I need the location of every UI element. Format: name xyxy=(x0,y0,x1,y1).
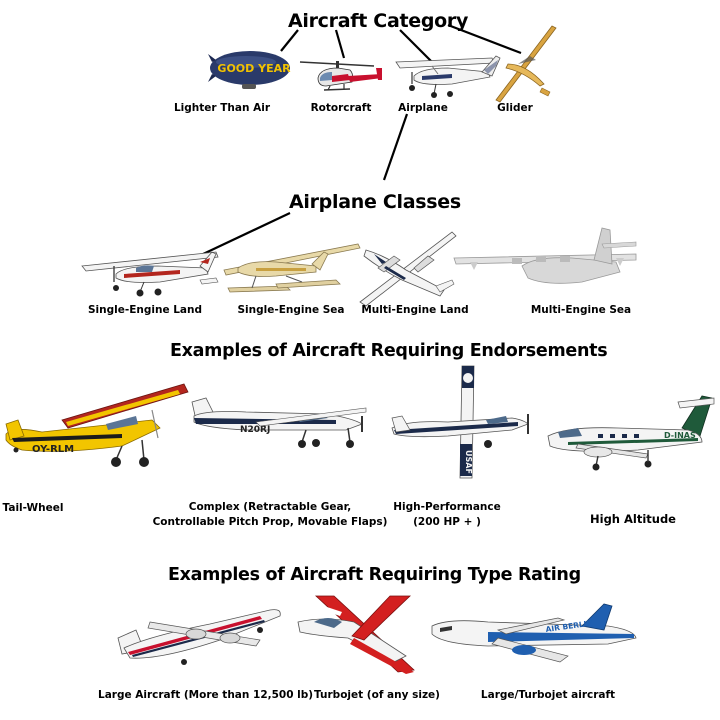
class-label-single-engine-sea: Single-Engine Sea xyxy=(237,304,345,316)
high-performance-line-1: High-Performance xyxy=(393,501,501,513)
endorsement-label-tail-wheel: Tail-Wheel xyxy=(2,502,64,514)
type-rating-label-turbojet: Turbojet (of any size) xyxy=(314,689,440,701)
category-label-rotorcraft: Rotorcraft xyxy=(310,102,372,114)
turbojet-image xyxy=(294,592,428,678)
connector-airplane-classes xyxy=(382,113,409,181)
high-performance-image: USAF xyxy=(388,364,532,480)
class-label-multi-engine-sea: Multi-Engine Sea xyxy=(530,304,632,316)
endorsement-label-high-altitude: High Altitude xyxy=(590,512,676,526)
type-rating-label-large-turbojet: Large/Turbojet aircraft xyxy=(480,689,616,701)
multi-engine-land-image xyxy=(356,226,457,307)
endorsement-label-high-performance: High-Performance (200 HP + ) xyxy=(392,500,502,530)
single-engine-sea-image xyxy=(216,238,362,298)
high-performance-line-2: (200 HP + ) xyxy=(413,516,481,528)
complex-line-1: Complex (Retractable Gear, xyxy=(188,501,352,513)
usaf-marking: USAF xyxy=(464,450,473,474)
cub-registration: OY-RLM xyxy=(32,444,74,455)
single-engine-land-image xyxy=(80,244,222,300)
class-label-single-engine-land: Single-Engine Land xyxy=(87,304,202,316)
category-title: Aircraft Category xyxy=(288,10,469,32)
multi-engine-sea-image xyxy=(452,226,640,292)
endorsements-title: Examples of Aircraft Requiring Endorseme… xyxy=(170,341,608,361)
classes-title: Airplane Classes xyxy=(289,191,461,213)
connector-category-rotorcraft xyxy=(334,29,346,59)
type-rating-label-large-aircraft: Large Aircraft (More than 12,500 lb) xyxy=(98,689,314,701)
high-altitude-image: D-INAS xyxy=(538,392,715,472)
king-air-registration: D-INAS xyxy=(664,431,696,440)
helicopter-image xyxy=(298,56,384,100)
large-aircraft-image xyxy=(110,600,284,670)
tail-wheel-image: OY-RLM xyxy=(2,380,190,470)
category-label-airplane: Airplane xyxy=(398,102,448,114)
endorsement-label-complex: Complex (Retractable Gear, Controllable … xyxy=(150,500,390,530)
category-label-lighter-than-air: Lighter Than Air xyxy=(173,102,270,114)
airplane-category-image xyxy=(392,50,502,102)
blimp-image: GOOD YEAR xyxy=(208,48,292,90)
category-label-glider: Glider xyxy=(497,102,533,114)
glider-image xyxy=(492,24,558,108)
blimp-logo-text: GOOD YEAR xyxy=(217,62,291,75)
type-rating-title: Examples of Aircraft Requiring Type Rati… xyxy=(168,565,581,585)
complex-aircraft-image: N20RJ xyxy=(186,388,367,450)
large-turbojet-image: AIR BERLIN xyxy=(428,603,640,664)
class-label-multi-engine-land: Multi-Engine Land xyxy=(361,304,469,316)
complex-line-2: Controllable Pitch Prop, Movable Flaps) xyxy=(152,516,388,528)
bonanza-registration: N20RJ xyxy=(240,425,270,435)
